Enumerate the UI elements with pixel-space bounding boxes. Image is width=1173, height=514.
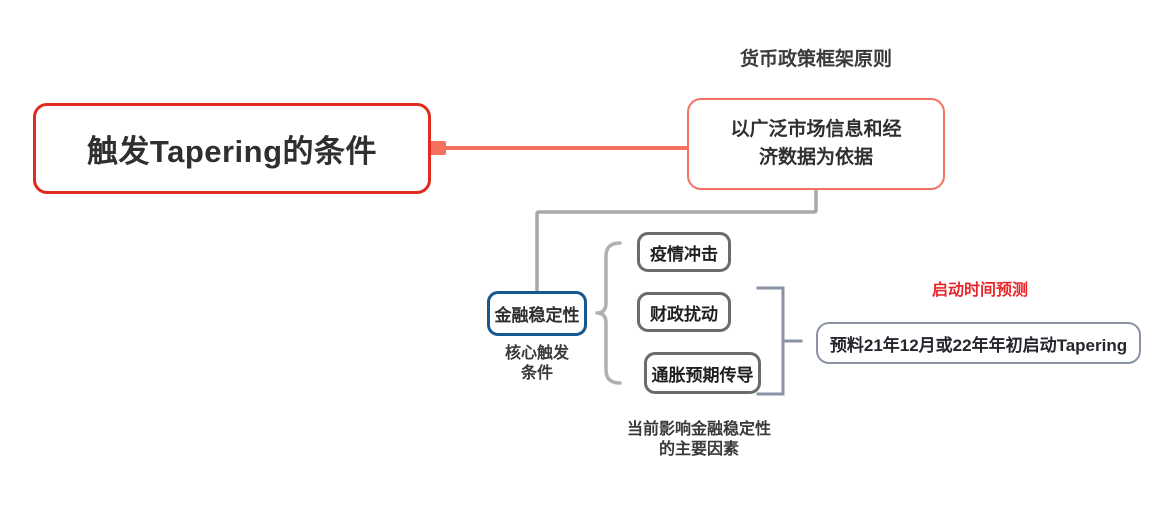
factor-node-inflation-expectation[interactable]: 通胀预期传导 [644,352,761,394]
factor-node-pandemic-shock[interactable]: 疫情冲击 [637,232,731,272]
framework-node-label: 以广泛市场信息和经 济数据为依据 [730,119,902,168]
bracket-factors-to-prediction [756,286,803,396]
factor-node-label: 财政扰动 [650,304,718,324]
prediction-node-tapering-timing[interactable]: 预料21年12月或22年年初启动Tapering [816,322,1141,364]
root-node-label: 触发Tapering的条件 [86,134,378,169]
factor-node-label: 疫情冲击 [650,244,718,264]
stability-node-label: 金融稳定性 [494,306,580,325]
factor-node-fiscal-disturbance[interactable]: 财政扰动 [637,292,731,332]
factor-node-label: 通胀预期传导 [651,365,754,385]
framework-branch-title: 货币政策框架原则 [739,49,892,70]
stability-node-caption: 核心触发 条件 [504,345,569,383]
stability-node-financial-stability[interactable]: 金融稳定性 [487,291,587,336]
framework-node-market-info[interactable]: 以广泛市场信息和经 济数据为依据 [687,98,945,190]
prediction-branch-title: 启动时间预测 [931,282,1028,299]
factors-group-caption: 当前影响金融稳定性 的主要因素 [626,421,771,459]
prediction-node-label: 预料21年12月或22年年初启动Tapering [829,335,1128,355]
brace-stability-to-factors [595,241,622,385]
root-node-tapering-conditions[interactable]: 触发Tapering的条件 [33,103,431,194]
